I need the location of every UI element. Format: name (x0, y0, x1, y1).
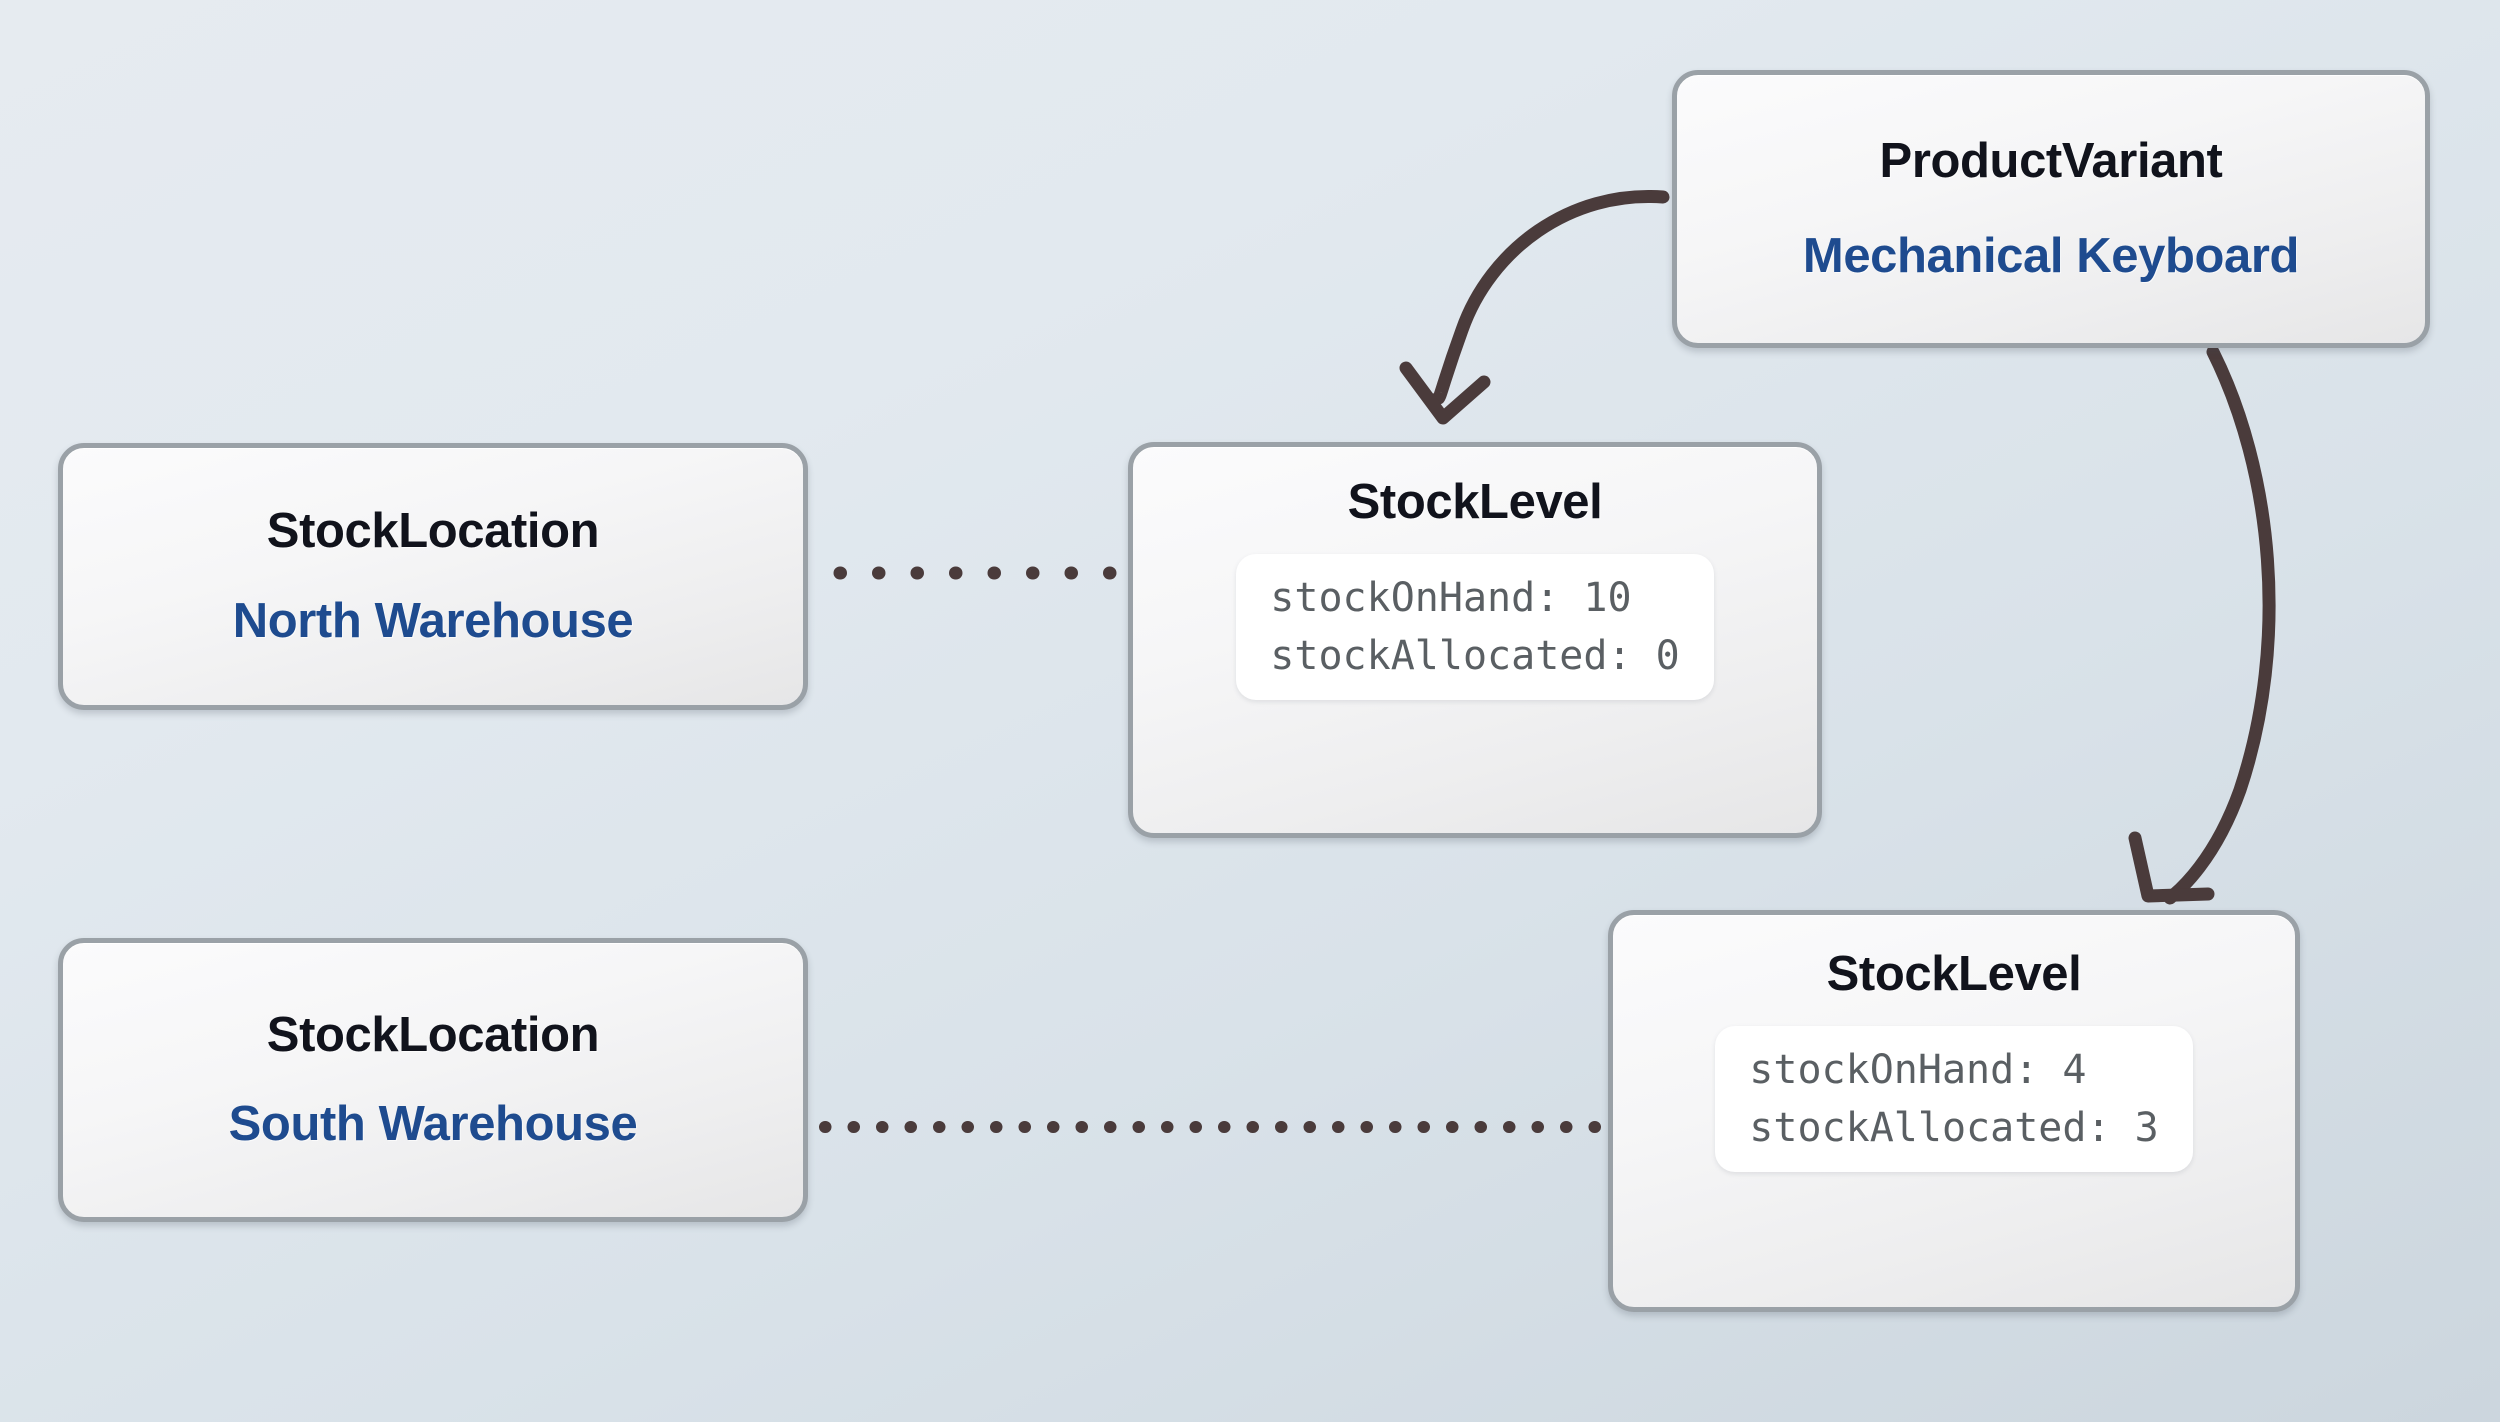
node-name-label: South Warehouse (228, 1097, 638, 1151)
node-stock-level-north[interactable]: StockLevel stockOnHand: 10 stockAllocate… (1128, 442, 1822, 838)
arrow-variant-to-level-north (1399, 189, 1670, 425)
property-card: stockOnHand: 10 stockAllocated: 0 (1236, 554, 1714, 701)
property-stock-allocated: stockAllocated: 0 (1270, 633, 1680, 680)
node-stock-location-north[interactable]: StockLocation North Warehouse (58, 443, 808, 710)
arrow-variant-to-level-south (2128, 345, 2276, 905)
node-name-label: Mechanical Keyboard (1802, 229, 2300, 283)
property-card: stockOnHand: 4 stockAllocated: 3 (1715, 1026, 2193, 1173)
node-type-label: StockLevel (1826, 947, 2082, 1001)
property-stock-on-hand: stockOnHand: 10 (1270, 575, 1632, 622)
node-stock-location-south[interactable]: StockLocation South Warehouse (58, 938, 808, 1222)
node-stock-level-south[interactable]: StockLevel stockOnHand: 4 stockAllocated… (1608, 910, 2300, 1312)
node-name-label: North Warehouse (232, 593, 634, 648)
node-product-variant[interactable]: ProductVariant Mechanical Keyboard (1672, 70, 2430, 348)
property-stock-on-hand: stockOnHand: 4 (1749, 1047, 2087, 1094)
node-type-label: StockLocation (266, 1007, 600, 1062)
property-stock-allocated: stockAllocated: 3 (1749, 1105, 2159, 1152)
node-type-label: StockLevel (1347, 475, 1603, 529)
node-type-label: StockLocation (266, 504, 600, 559)
node-type-label: ProductVariant (1879, 133, 2223, 188)
